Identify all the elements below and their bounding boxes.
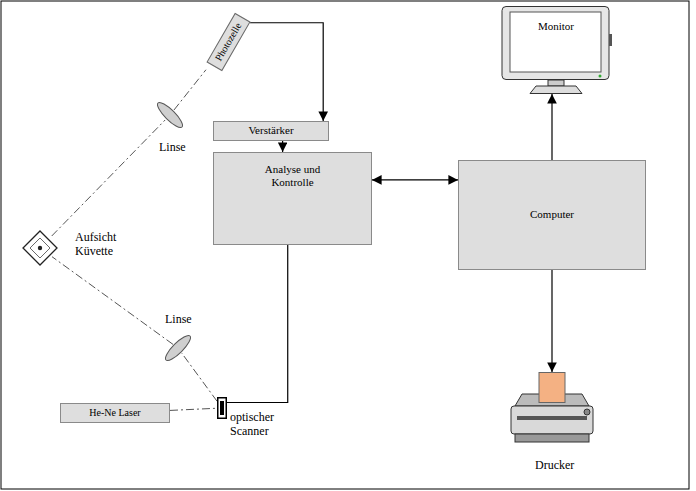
printer-body [511, 406, 593, 434]
part-label: optischer Scanner [230, 410, 294, 439]
part-label: Linse [165, 312, 175, 326]
monitor-base [530, 86, 582, 94]
amplifier-box: Verstärker [213, 121, 329, 141]
shape-outline [217, 397, 227, 419]
laser-beam [52, 257, 173, 345]
monitor-button [609, 34, 612, 46]
scanner-mirror [220, 401, 224, 415]
photocell-box: Photozelle [206, 13, 250, 71]
printer-icon: Drucker [507, 372, 597, 450]
monitor-icon: Monitor [500, 6, 612, 94]
lens-shape [162, 332, 193, 363]
shape-outline [507, 372, 597, 450]
cuvette-outline [23, 231, 57, 265]
lens: Linse [165, 110, 175, 120]
shape-outline [500, 6, 612, 94]
scanner-outline [218, 398, 227, 419]
box-label: Verstärker [248, 124, 293, 137]
laser-beam [182, 353, 217, 401]
printer-slot [517, 416, 587, 420]
printer-paper [539, 373, 565, 403]
signal-line [551, 94, 552, 160]
cuvette-symbol: Aufsicht Küvette [28, 236, 52, 260]
signal-line [372, 179, 458, 180]
power-led [599, 75, 602, 78]
lens-shape [154, 99, 185, 130]
part-label: Aufsicht Küvette [75, 230, 131, 259]
shape-outline [158, 328, 198, 368]
laser-beam [52, 120, 165, 236]
scanner-symbol: optischer Scanner [217, 397, 227, 419]
lens: Linse [173, 343, 183, 353]
printer-knob [584, 409, 590, 415]
cuvette-inner [30, 238, 50, 258]
monitor-bezel [502, 7, 609, 80]
shape-outline [22, 230, 58, 266]
laser-beam [170, 408, 217, 410]
box-label: Computer [530, 208, 574, 221]
part-label: Drucker [535, 458, 625, 472]
sample-dot [38, 246, 42, 250]
part-label: Monitor [500, 20, 612, 33]
monitor-neck [548, 80, 564, 86]
signal-line [551, 270, 552, 372]
signal-line [282, 141, 283, 152]
laser-beam [174, 70, 206, 110]
signal-line [250, 23, 323, 121]
signal-line [227, 245, 288, 403]
box-label: Photozelle [212, 21, 244, 64]
computer-box: Computer [458, 160, 646, 270]
part-label: Linse [159, 140, 169, 154]
box-label: He-Ne Laser [89, 407, 140, 419]
box-label: Analyse und Kontrolle [263, 163, 323, 189]
control-box: Analyse und Kontrolle [213, 152, 372, 245]
laser-box: He-Ne Laser [60, 403, 170, 423]
shape-outline [150, 95, 190, 135]
printer-base [515, 434, 589, 442]
